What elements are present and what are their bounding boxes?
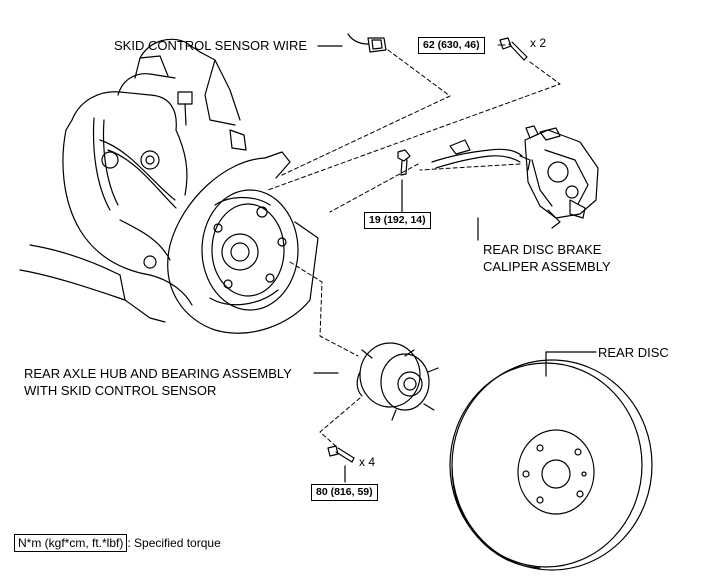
backing-plate-drawing: [167, 151, 319, 334]
hub-bolt-drawing: [327, 445, 355, 463]
sensor-wire-harness-drawing: [431, 139, 531, 171]
torque-legend: N*m (kgf*cm, ft.*lbf): Specified torque: [14, 534, 221, 552]
caliper-bolt-drawing: [499, 37, 528, 61]
dashed-assembly-lines: [267, 49, 561, 449]
label-rear-disc: REAR DISC: [598, 345, 669, 360]
sensor-bolt-drawing: [397, 149, 411, 176]
axle-hub-drawing: [356, 342, 439, 421]
qty-hub-bolt: x 4: [359, 455, 376, 469]
suspension-knuckle-drawing: [19, 38, 247, 323]
qty-caliper-bolt: x 2: [530, 36, 547, 50]
label-caliper-line1: REAR DISC BRAKE: [483, 242, 602, 257]
label-caliper-line2: CALIPER ASSEMBLY: [483, 259, 611, 274]
torque-hub-bolt: 80 (816, 59): [311, 484, 378, 501]
label-sensor-wire: SKID CONTROL SENSOR WIRE: [114, 38, 308, 53]
leader-lines: [313, 44, 597, 483]
torque-sensor-bolt: 19 (192, 14): [364, 212, 431, 229]
rear-disc-drawing: [449, 359, 653, 571]
caliper-drawing: [524, 125, 599, 229]
sensor-wire-connector-drawing: [347, 33, 387, 53]
legend-unit-box: N*m (kgf*cm, ft.*lbf): [14, 534, 128, 552]
torque-caliper-bolt: 62 (630, 46): [418, 37, 485, 54]
label-hub-line1: REAR AXLE HUB AND BEARING ASSEMBLY: [24, 366, 292, 381]
label-hub-line2: WITH SKID CONTROL SENSOR: [24, 383, 217, 398]
legend-description: : Specified torque: [127, 536, 221, 550]
